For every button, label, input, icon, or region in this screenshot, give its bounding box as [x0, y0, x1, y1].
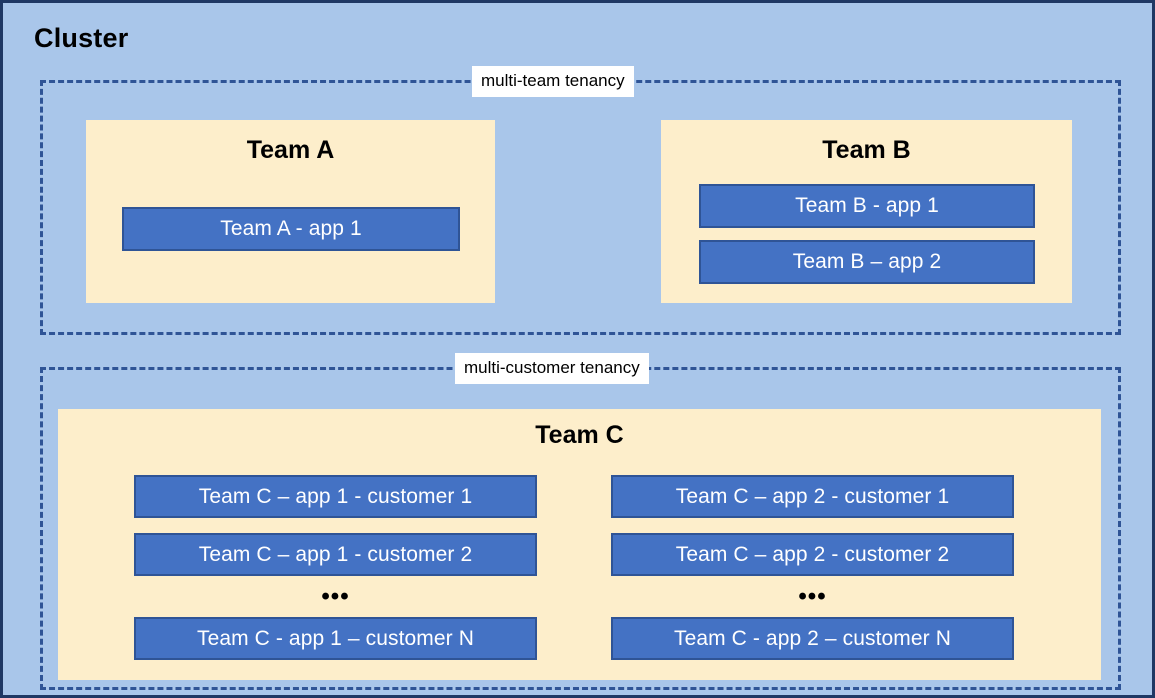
- team-c-app-2-customer-1-box[interactable]: Team C – app 2 - customer 1: [611, 475, 1014, 518]
- team-a-app-1-box[interactable]: Team A - app 1: [122, 207, 460, 251]
- team-c-panel: Team C Team C – app 1 - customer 1 Team …: [58, 409, 1101, 680]
- team-c-app-2-customer-2-box[interactable]: Team C – app 2 - customer 2: [611, 533, 1014, 576]
- cluster-title: Cluster: [34, 23, 129, 53]
- team-b-panel: Team B Team B - app 1 Team B – app 2: [661, 120, 1072, 303]
- multi-customer-tenancy-label: multi-customer tenancy: [455, 353, 649, 384]
- team-b-title: Team B: [822, 136, 911, 164]
- team-c-app-1-customer-n-box[interactable]: Team C - app 1 – customer N: [134, 617, 537, 660]
- team-b-app-1-box[interactable]: Team B - app 1: [699, 184, 1035, 228]
- team-a-panel: Team A Team A - app 1: [86, 120, 495, 303]
- team-c-title: Team C: [535, 421, 624, 449]
- team-c-app-1-ellipsis: •••: [321, 583, 350, 610]
- team-c-app-1-customer-1-box[interactable]: Team C – app 1 - customer 1: [134, 475, 537, 518]
- team-c-app-2-customer-n-box[interactable]: Team C - app 2 – customer N: [611, 617, 1014, 660]
- multi-team-tenancy-label: multi-team tenancy: [472, 66, 634, 97]
- team-a-title: Team A: [246, 136, 335, 164]
- team-b-app-2-box[interactable]: Team B – app 2: [699, 240, 1035, 284]
- team-c-app-2-ellipsis: •••: [798, 583, 827, 610]
- team-c-app-1-customer-2-box[interactable]: Team C – app 1 - customer 2: [134, 533, 537, 576]
